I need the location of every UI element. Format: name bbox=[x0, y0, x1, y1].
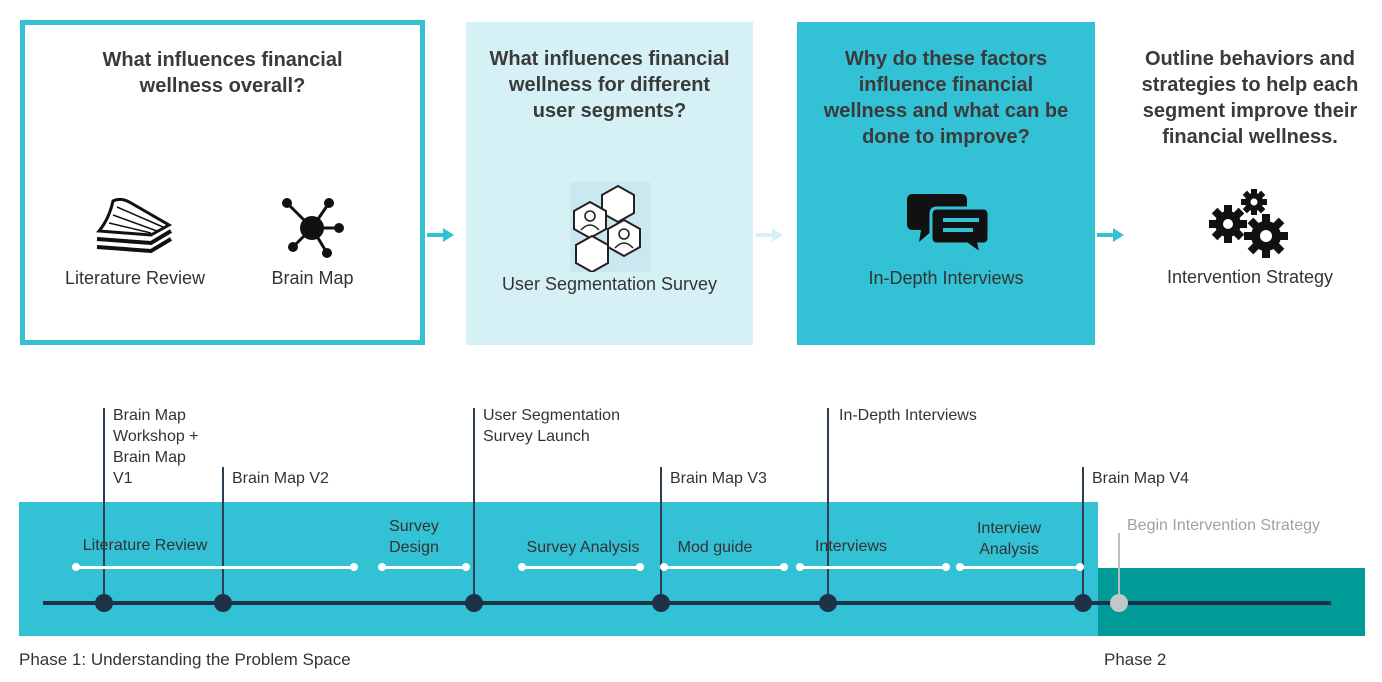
milestone-node bbox=[652, 594, 670, 612]
milestone-in-depth-interviews: In-Depth Interviews bbox=[839, 407, 977, 424]
activity-begin-intervention: Begin Intervention Strategy bbox=[1127, 517, 1321, 534]
stage-user-segments: What influences financial wellness for d… bbox=[466, 22, 753, 345]
milestone-brain-map-workshop: Brain Map Workshop + Brain Map V1 bbox=[113, 407, 199, 487]
chat-bubbles-icon bbox=[907, 194, 991, 256]
milestone-line bbox=[660, 467, 662, 603]
phase1-band bbox=[19, 502, 1098, 636]
milestone-node bbox=[465, 594, 483, 612]
milestone-node bbox=[819, 594, 837, 612]
milestone-line bbox=[103, 408, 105, 603]
tool-intervention-strategy: Intervention Strategy bbox=[1166, 267, 1334, 287]
stage-question: Why do these factors influence financial… bbox=[823, 48, 1069, 148]
timeline-axis bbox=[43, 601, 1331, 605]
milestone-brain-map-v4: Brain Map V4 bbox=[1092, 470, 1189, 487]
tool-user-segmentation-survey: User Segmentation Survey bbox=[501, 274, 718, 294]
activity-survey-design: Survey Design bbox=[389, 518, 439, 556]
milestone-node bbox=[1074, 594, 1092, 612]
tool-in-depth-interviews: In-Depth Interviews bbox=[868, 268, 1024, 288]
milestone-line bbox=[222, 467, 224, 603]
activity-mod-guide: Mod guide bbox=[677, 539, 753, 556]
arrow-right-icon bbox=[1097, 228, 1124, 242]
milestone-line bbox=[827, 408, 829, 603]
stage-question: Outline behaviors and strategies to help… bbox=[1141, 48, 1359, 148]
phase2-label: Phase 2 bbox=[1104, 650, 1167, 669]
phase1-label: Phase 1: Understanding the Problem Space bbox=[19, 650, 351, 669]
milestone-brain-map-v2: Brain Map V2 bbox=[232, 470, 329, 487]
milestone-survey-launch: User Segmentation Survey Launch bbox=[483, 407, 620, 445]
tool-literature-review: Literature Review bbox=[64, 268, 206, 288]
stage-question: What influences financial wellness for d… bbox=[489, 48, 730, 122]
stage-intervention: Outline behaviors and strategies to help… bbox=[1130, 22, 1370, 345]
brain-map-icon bbox=[282, 198, 344, 258]
milestone-line bbox=[1082, 467, 1084, 603]
phase2-node bbox=[1110, 594, 1128, 612]
phase2-marker-line bbox=[1118, 533, 1120, 603]
milestone-brain-map-v3: Brain Map V3 bbox=[670, 470, 767, 487]
literature-icon bbox=[95, 197, 173, 254]
activity-literature-review: Literature Review bbox=[82, 537, 208, 554]
stage-why-factors: Why do these factors influence financial… bbox=[797, 22, 1095, 345]
gears-icon bbox=[1209, 189, 1288, 258]
milestone-line bbox=[473, 408, 475, 603]
milestone-node bbox=[214, 594, 232, 612]
arrow-right-icon bbox=[427, 228, 454, 242]
milestone-node bbox=[95, 594, 113, 612]
stage-question: What influences financial wellness overa… bbox=[102, 49, 343, 97]
activity-interviews: Interviews bbox=[814, 538, 888, 555]
stage-overall-wellness: What influences financial wellness overa… bbox=[20, 20, 425, 345]
tool-brain-map: Brain Map bbox=[271, 268, 354, 288]
activity-interview-analysis: Interview Analysis bbox=[976, 520, 1042, 558]
segmentation-icon bbox=[570, 182, 650, 272]
activity-survey-analysis: Survey Analysis bbox=[526, 539, 640, 556]
arrow-right-icon bbox=[756, 228, 783, 242]
